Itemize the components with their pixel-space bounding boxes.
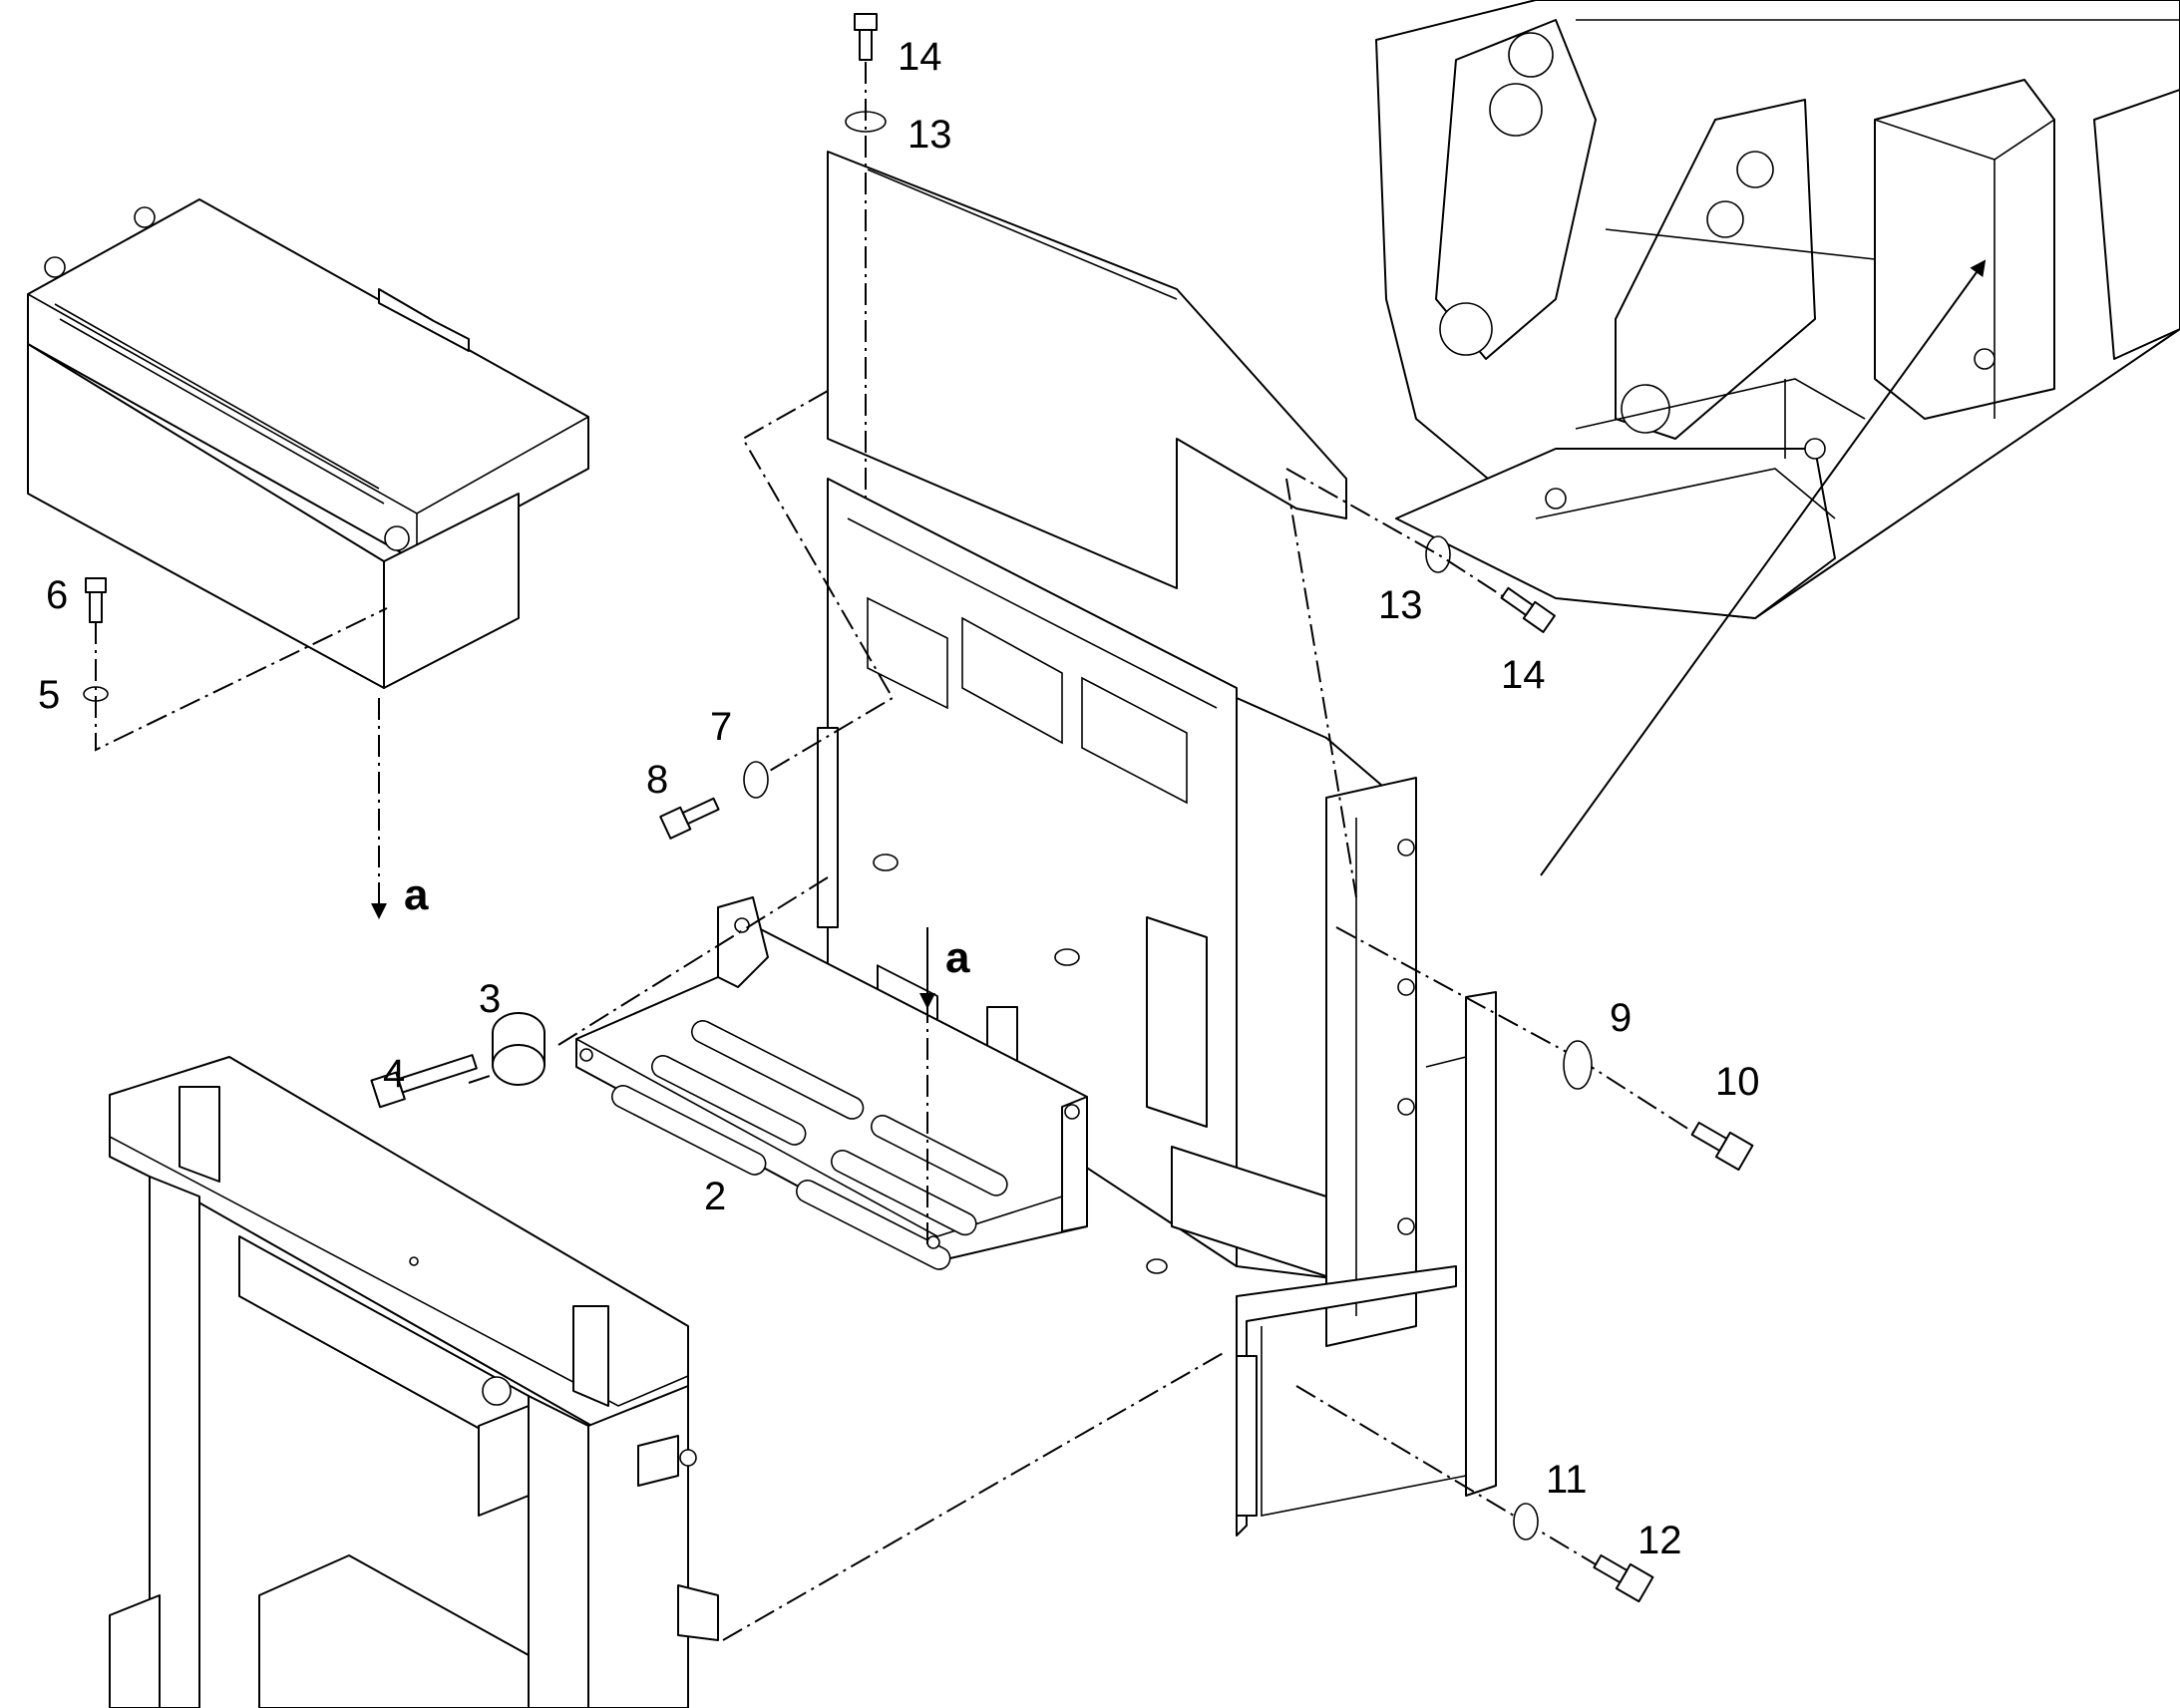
leader-panel-to-upright (1285, 478, 1357, 898)
callout-5: 5 (38, 673, 60, 717)
storage-box (27, 198, 589, 689)
bolt-icon (1690, 1121, 1754, 1172)
washer-icon (1425, 535, 1451, 573)
callout-9: 9 (1610, 996, 1632, 1040)
bolt-icon (659, 797, 720, 840)
callout-2: 2 (704, 1175, 726, 1218)
callout-14-top: 14 (898, 35, 942, 79)
callout-11: 11 (1546, 1458, 1588, 1502)
washer-icon (743, 761, 769, 799)
callout-12: 12 (1637, 1519, 1682, 1562)
callout-6: 6 (46, 573, 68, 617)
washer-icon (1513, 1503, 1539, 1540)
callout-3: 3 (479, 977, 501, 1021)
bolt-icon (370, 1054, 478, 1109)
callout-10: 10 (1715, 1060, 1760, 1104)
reference-mark-a-center: a (945, 933, 970, 982)
leader-bolt-4 (468, 1074, 494, 1084)
bolt-icon (1593, 1553, 1654, 1603)
leader-frame-to-handrail (722, 1350, 1228, 1641)
callout-7: 7 (710, 705, 732, 749)
leader-panel-to-washer-7 (741, 390, 895, 779)
callout-13-right: 13 (1378, 583, 1423, 627)
lower-frame (109, 1056, 719, 1708)
bolt-icon (854, 13, 878, 61)
bolt-icon (1500, 586, 1556, 633)
detail-pointer-line (1540, 259, 1987, 876)
spacer-icon (492, 1012, 545, 1086)
washer-icon (1563, 1040, 1593, 1090)
callout-14-right: 14 (1501, 653, 1546, 697)
leader-plate-to-spacer (557, 876, 829, 1046)
bolt-icon (85, 577, 107, 623)
leader-upright-to-washer-9 (1335, 926, 1577, 1058)
leader-bolt-6-to-box (95, 607, 388, 752)
callout-4: 4 (383, 1052, 405, 1096)
handrail (1236, 991, 1497, 1537)
back-panel (817, 151, 1417, 1347)
callout-8: 8 (646, 758, 668, 802)
step-plate (575, 896, 1088, 1270)
machine-overview (1375, 0, 2180, 619)
reference-mark-a-left: a (404, 870, 429, 919)
leader-washer-9-to-bolt-10 (1575, 1056, 1701, 1138)
callout-13-top: 13 (908, 113, 952, 157)
leader-bolt-14-right (1285, 468, 1507, 599)
